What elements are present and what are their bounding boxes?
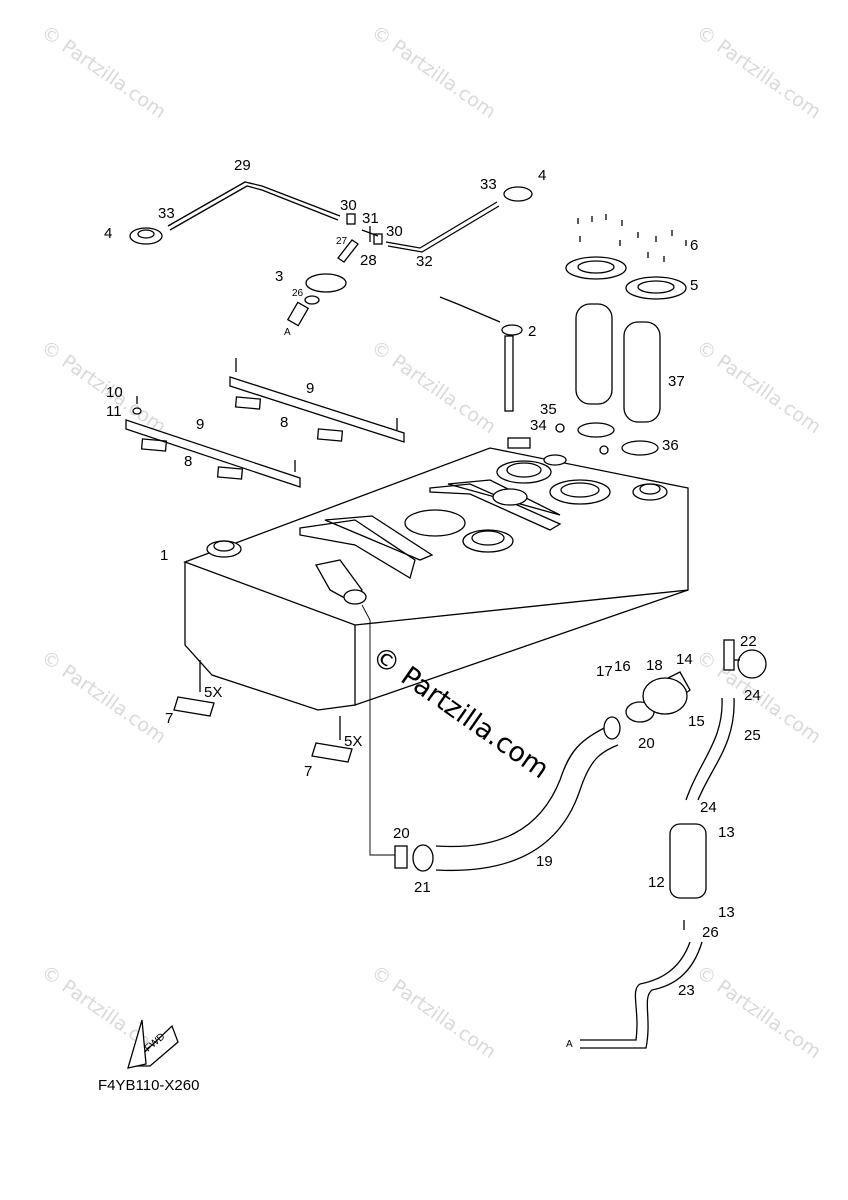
watermark-text: © Partzilla.com: [692, 21, 825, 123]
callout-31: 31: [362, 210, 379, 227]
callout-16: 16: [614, 658, 631, 675]
callout-37: 37: [668, 373, 685, 390]
vent-system: [129, 181, 533, 327]
watermark-text: © Partzilla.com: [367, 961, 500, 1063]
callout-26: 26: [292, 288, 304, 299]
hose-end-label: A: [284, 327, 291, 338]
strap-assembly: [125, 358, 405, 488]
watermark-text: © Partzilla.com: [367, 336, 500, 438]
fwd-arrow-icon: FWD: [127, 1019, 179, 1069]
callout-22: 22: [740, 633, 757, 650]
tank-pads: [173, 660, 353, 763]
callout-30: 30: [386, 223, 403, 240]
callout-12: 12: [648, 874, 665, 891]
callout-15: 15: [688, 713, 705, 730]
callout-35: 35: [540, 401, 557, 418]
callout-19: 19: [536, 853, 553, 870]
watermark-text: © Partzilla.com: [37, 21, 170, 123]
callout-36: 36: [662, 437, 679, 454]
callout-29: 29: [234, 157, 251, 174]
callout-17: 17: [596, 663, 613, 680]
callout-10: 10: [106, 384, 123, 401]
fuel-sender: [439, 296, 523, 412]
watermark-center-text: © Partzilla.com: [366, 640, 554, 785]
qty-note: 5X: [344, 733, 362, 750]
filler-hose: [394, 671, 691, 872]
callout-1: 1: [160, 547, 168, 564]
callout-33: 33: [480, 176, 497, 193]
callout-23: 23: [678, 982, 695, 999]
callout-3: 3: [275, 268, 283, 285]
callout-8: 8: [184, 453, 192, 470]
qty-note: 5X: [204, 684, 222, 701]
fuel-pump-assembly: [555, 214, 687, 456]
watermark-text: © Partzilla.com: [37, 336, 170, 438]
vent-filter-line: A A: [284, 327, 767, 1050]
callout-21: 21: [414, 879, 431, 896]
watermark-text: © Partzilla.com: [37, 646, 170, 748]
callout-33: 33: [158, 205, 175, 222]
watermark-text: © Partzilla.com: [692, 961, 825, 1063]
callout-28: 28: [360, 252, 377, 269]
hose-end-label: A: [566, 1039, 573, 1050]
callout-13: 13: [718, 904, 735, 921]
callout-6: 6: [690, 237, 698, 254]
callout-32: 32: [416, 253, 433, 270]
watermark-text: © Partzilla.com: [367, 21, 500, 123]
watermark-center: © Partzilla.com: [366, 640, 554, 785]
callout-9: 9: [306, 380, 314, 397]
callout-7: 7: [304, 763, 312, 780]
callout-14: 14: [676, 651, 693, 668]
callout-13: 13: [718, 824, 735, 841]
callout-4: 4: [104, 225, 112, 242]
callout-30: 30: [340, 197, 357, 214]
callout-20: 20: [393, 825, 410, 842]
callout-8: 8: [280, 414, 288, 431]
callout-11: 11: [106, 403, 122, 420]
diagram-code: F4YB110-X260: [98, 1077, 200, 1094]
callout-labels: 1 2 3 4 4 5 6 7 7 8 8 9 9 10 11 12 13 13…: [104, 157, 761, 999]
fuel-tank: [183, 437, 689, 856]
callout-2: 2: [528, 323, 536, 340]
callout-7: 7: [165, 710, 173, 727]
callout-34: 34: [530, 417, 547, 434]
callout-5: 5: [690, 277, 698, 294]
callout-20: 20: [638, 735, 655, 752]
callout-4: 4: [538, 167, 546, 184]
callout-26: 26: [702, 924, 719, 941]
callout-27: 27: [336, 236, 348, 247]
callout-9: 9: [196, 416, 204, 433]
callout-24: 24: [744, 687, 761, 704]
callout-18: 18: [646, 657, 663, 674]
callout-25: 25: [744, 727, 761, 744]
callout-24: 24: [700, 799, 717, 816]
watermark-text: © Partzilla.com: [692, 336, 825, 438]
